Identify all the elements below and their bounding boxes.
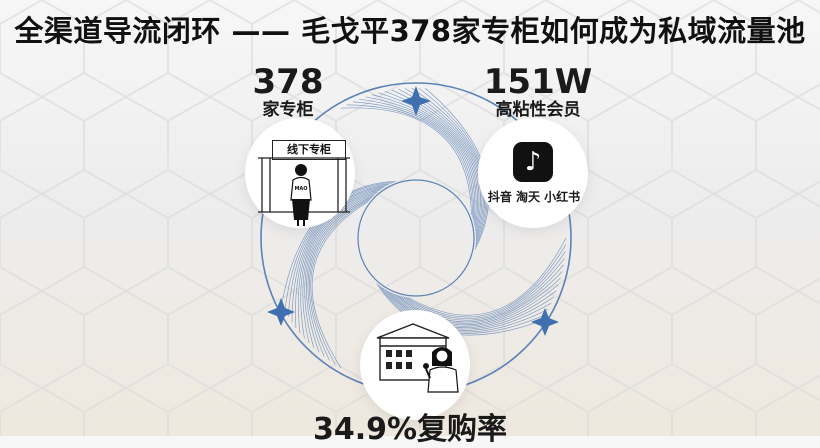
member-count-stat: 151W 高粘性会员	[478, 64, 598, 120]
swirl-line	[404, 88, 486, 242]
swirl-line	[307, 195, 374, 357]
page-title: 全渠道导流闭环 —— 毛戈平378家专柜如何成为私域流量池	[14, 14, 806, 48]
swirl-line	[311, 201, 369, 369]
swirl-line	[306, 193, 376, 353]
reporter-figure	[423, 347, 459, 393]
swirl-line	[387, 290, 557, 328]
sparkle-icon	[267, 298, 295, 326]
swirl-line	[310, 199, 371, 365]
swirl-line	[378, 92, 480, 231]
swirl-line	[295, 185, 387, 328]
swirl-line	[392, 277, 561, 326]
swirl-line	[371, 94, 478, 228]
swirl-line	[400, 257, 565, 321]
swirl-line	[365, 96, 477, 226]
store-count-label: 家专柜	[262, 100, 314, 120]
store-staff-figure	[290, 164, 312, 226]
store-counter-illustration: MAO	[258, 157, 350, 226]
swirl-line	[394, 271, 563, 324]
swirl-line	[397, 264, 564, 323]
member-count-label: 高粘性会员	[495, 100, 581, 120]
swirl-line	[302, 189, 380, 344]
store-count-value: 378	[252, 62, 324, 102]
swirl-line	[300, 188, 383, 339]
store-count-stat: 378 家专柜	[238, 64, 338, 120]
swirl-line	[405, 244, 567, 318]
swirl-line	[359, 98, 476, 223]
swirl-line	[291, 184, 389, 323]
swirl-line	[408, 237, 567, 316]
swirl-line	[402, 251, 566, 319]
swirl-line	[352, 101, 474, 221]
tiktok-icon: ♪	[513, 142, 553, 182]
sparkle-icon	[531, 308, 559, 336]
mall-building-illustration	[376, 323, 459, 393]
swirl-line	[340, 107, 472, 215]
swirl-line	[309, 197, 372, 361]
swirl-line	[304, 191, 378, 348]
store-sign-label: 线下专柜	[272, 140, 346, 160]
platform-names: 抖音 淘天 小红书	[487, 190, 581, 204]
sparkle-icon	[401, 86, 431, 116]
swirl-line	[389, 284, 559, 327]
swirl-line	[297, 186, 385, 334]
member-count-value: 151W	[483, 62, 593, 102]
swirl-line	[346, 104, 473, 218]
repurchase-rate-stat: 34.9%复购率	[312, 412, 508, 447]
swirl-line	[385, 289, 555, 330]
staff-badge-text: MAO	[294, 186, 307, 192]
